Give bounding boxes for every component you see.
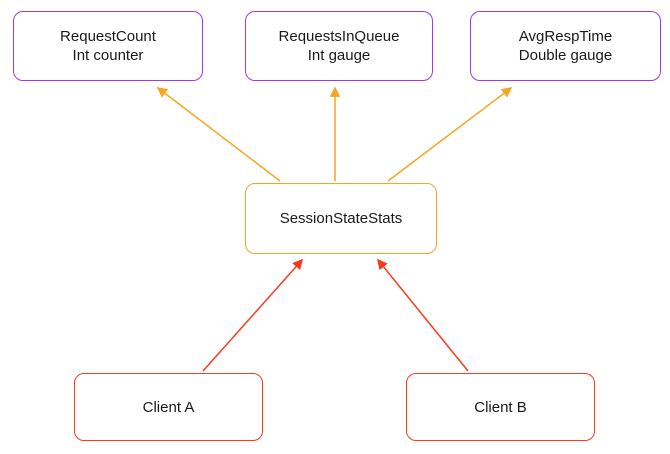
node-subtitle: Int gauge — [307, 47, 371, 64]
node-title: SessionStateStats — [279, 210, 403, 227]
edge-session-state-stats-to-avg-resp-time — [387, 87, 513, 182]
node-client-a: Client A — [74, 373, 263, 441]
node-client-b: Client B — [406, 373, 595, 441]
edge-session-state-stats-to-request-count — [156, 87, 281, 182]
node-request-count: RequestCount Int counter — [13, 11, 203, 81]
node-title: AvgRespTime — [518, 28, 613, 45]
node-title: Client A — [142, 398, 195, 416]
edge-client-a-to-session-state-stats — [202, 258, 304, 372]
node-session-state-stats: SessionStateStats — [245, 183, 437, 254]
node-title: RequestCount — [60, 28, 156, 45]
node-subtitle: Int counter — [72, 47, 144, 64]
node-title: Client B — [474, 398, 527, 416]
node-subtitle: Double gauge — [518, 47, 613, 64]
node-requests-in-queue: RequestsInQueue Int gauge — [245, 11, 433, 81]
edge-client-b-to-session-state-stats — [377, 258, 469, 372]
node-avg-resp-time: AvgRespTime Double gauge — [470, 11, 661, 81]
node-title: RequestsInQueue — [278, 28, 400, 45]
